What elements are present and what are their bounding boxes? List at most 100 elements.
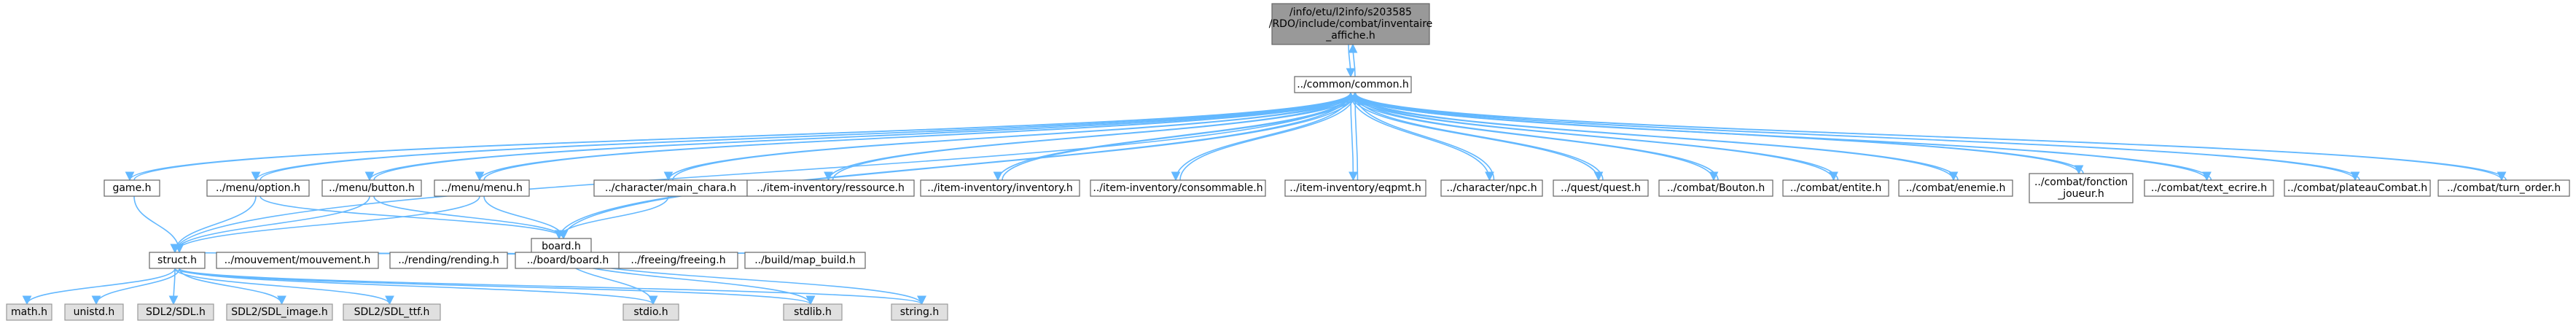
node-label-button-0: ../menu/button.h: [329, 182, 415, 194]
node-struct[interactable]: struct.h: [149, 252, 206, 269]
node-box-eqpmt: [1284, 179, 1426, 197]
edge-enemie-to-common: [1350, 91, 1959, 181]
node-quest[interactable]: ../quest/quest.h: [1553, 179, 1649, 197]
node-label-board-0: board.h: [542, 241, 581, 252]
node-label-map_build-0: ../build/map_build.h: [754, 255, 856, 266]
edge-root-to-common: [1346, 44, 1356, 78]
node-box-sdl_image: [226, 303, 333, 321]
node-box-ressource: [746, 179, 915, 197]
node-consommable[interactable]: ../item-inventory/consommable.h: [1090, 179, 1266, 197]
node-label-eqpmt-0: ../item-inventory/eqpmt.h: [1289, 182, 1421, 194]
node-label-plateau-0: ../combat/plateauCombat.h: [2287, 182, 2427, 194]
node-rending[interactable]: ../rending/rending.h: [389, 252, 508, 269]
node-box-entite: [1782, 179, 1889, 197]
node-label-game-0: game.h: [112, 182, 151, 194]
node-box-bouton: [1658, 179, 1773, 197]
node-label-npc-0: ../character/npc.h: [1446, 182, 1537, 194]
node-inventory[interactable]: ../item-inventory/inventory.h: [920, 179, 1080, 197]
node-plateau[interactable]: ../combat/plateauCombat.h: [2284, 179, 2431, 197]
node-label-freeing-0: ../freeing/freeing.h: [631, 255, 725, 266]
edge-turn_order-to-common: [1350, 91, 2507, 181]
node-label-math-0: math.h: [11, 306, 47, 318]
node-text_ecrire[interactable]: ../combat/text_ecrire.h: [2144, 179, 2274, 197]
node-label-consommable-0: ../item-inventory/consommable.h: [1093, 182, 1262, 194]
node-bouton[interactable]: ../combat/Bouton.h: [1658, 179, 1773, 197]
node-label-entite-0: ../combat/entite.h: [1790, 182, 1881, 194]
edge-menu-to-struct: [170, 195, 480, 254]
node-math[interactable]: math.h: [6, 303, 52, 321]
node-board_board[interactable]: ../board/board.h: [515, 252, 621, 269]
node-label-sdl-0: SDL2/SDL.h: [146, 306, 206, 318]
node-label-text_ecrire-0: ../combat/text_ecrire.h: [2151, 182, 2267, 194]
node-label-mouvement-0: ../mouvement/mouvement.h: [225, 255, 371, 266]
edge-button-to-common: [373, 91, 1360, 181]
node-box-string: [891, 303, 948, 321]
node-box-option: [206, 179, 310, 197]
node-label-root-1: /RDO/include/combat/inventaire: [1269, 18, 1433, 30]
node-box-common: [1294, 76, 1412, 93]
node-menu[interactable]: ../menu/menu.h: [434, 179, 530, 197]
node-unistd[interactable]: unistd.h: [64, 303, 124, 321]
node-ressource[interactable]: ../item-inventory/ressource.h: [746, 179, 915, 197]
node-label-fonction_joueur-0: ../combat/fonction: [2034, 176, 2128, 188]
node-main_chara[interactable]: ../character/main_chara.h: [593, 179, 748, 197]
node-common[interactable]: ../common/common.h: [1294, 76, 1412, 93]
node-turn_order[interactable]: ../combat/turn_order.h: [2438, 179, 2570, 197]
edge-ressource-to-common: [832, 91, 1360, 181]
node-sdl[interactable]: SDL2/SDL.h: [137, 303, 214, 321]
node-sdl_image[interactable]: SDL2/SDL_image.h: [226, 303, 333, 321]
edge-option-to-board: [259, 195, 569, 240]
edge-consommable-to-common: [1179, 91, 1360, 181]
edge-struct-to-string: [179, 268, 926, 306]
edge-game-to-struct: [133, 195, 184, 254]
edge-common-to-npc: [1350, 92, 1494, 182]
node-label-rending-0: ../rending/rending.h: [398, 255, 499, 266]
edge-struct-to-sdl_ttf: [174, 268, 394, 306]
node-label-root-2: _affiche.h: [1325, 30, 1375, 42]
node-box-stdlib: [783, 303, 843, 321]
node-label-enemie-0: ../combat/enemie.h: [1906, 182, 2006, 194]
node-label-option-0: ../menu/option.h: [216, 182, 300, 194]
node-box-quest: [1553, 179, 1649, 197]
node-npc[interactable]: ../character/npc.h: [1440, 179, 1543, 197]
node-box-plateau: [2284, 179, 2431, 197]
node-box-struct: [149, 252, 206, 269]
node-label-struct-0: struct.h: [157, 255, 197, 266]
node-root[interactable]: /info/etu/l2info/s203585/RDO/include/com…: [1269, 3, 1433, 45]
edge-button-to-board: [373, 195, 569, 240]
node-box-map_build: [744, 252, 866, 269]
node-game[interactable]: game.h: [104, 179, 160, 197]
edge-main_chara-to-board: [554, 195, 669, 240]
node-freeing[interactable]: ../freeing/freeing.h: [618, 252, 738, 269]
node-fonction_joueur[interactable]: ../combat/fonction_joueur.h: [2029, 173, 2134, 203]
node-label-fonction_joueur-1: _joueur.h: [2057, 188, 2104, 200]
node-string[interactable]: string.h: [891, 303, 948, 321]
node-stdlib[interactable]: stdlib.h: [783, 303, 843, 321]
node-mouvement[interactable]: ../mouvement/mouvement.h: [216, 252, 379, 269]
node-label-sdl_ttf-0: SDL2/SDL_ttf.h: [354, 306, 430, 318]
edge-inventory-to-common: [1002, 91, 1360, 181]
edge-struct-to-unistd: [91, 268, 180, 306]
edge-struct-to-stdio: [179, 268, 658, 306]
node-box-npc: [1440, 179, 1543, 197]
node-label-inventory-0: ../item-inventory/inventory.h: [927, 182, 1073, 194]
edge-common-to-eqpmt: [1349, 92, 1358, 182]
edge-text_ecrire-to-common: [1350, 91, 2212, 181]
node-stdio[interactable]: stdio.h: [622, 303, 679, 321]
edge-board-to-common: [563, 91, 1360, 239]
node-box-rending: [389, 252, 508, 269]
node-eqpmt[interactable]: ../item-inventory/eqpmt.h: [1284, 179, 1426, 197]
node-label-turn_order-0: ../combat/turn_order.h: [2447, 182, 2561, 194]
node-box-unistd: [64, 303, 124, 321]
node-option[interactable]: ../menu/option.h: [206, 179, 310, 197]
node-label-unistd-0: unistd.h: [74, 306, 115, 318]
node-sdl_ttf[interactable]: SDL2/SDL_ttf.h: [343, 303, 441, 321]
node-label-stdlib-0: stdlib.h: [794, 306, 832, 318]
node-entite[interactable]: ../combat/entite.h: [1782, 179, 1889, 197]
edge-main_chara-to-common: [672, 91, 1360, 181]
node-enemie[interactable]: ../combat/enemie.h: [1898, 179, 2013, 197]
node-box-sdl: [137, 303, 214, 321]
node-map_build[interactable]: ../build/map_build.h: [744, 252, 866, 269]
node-button[interactable]: ../menu/button.h: [321, 179, 422, 197]
edge-option-to-struct: [170, 195, 257, 254]
